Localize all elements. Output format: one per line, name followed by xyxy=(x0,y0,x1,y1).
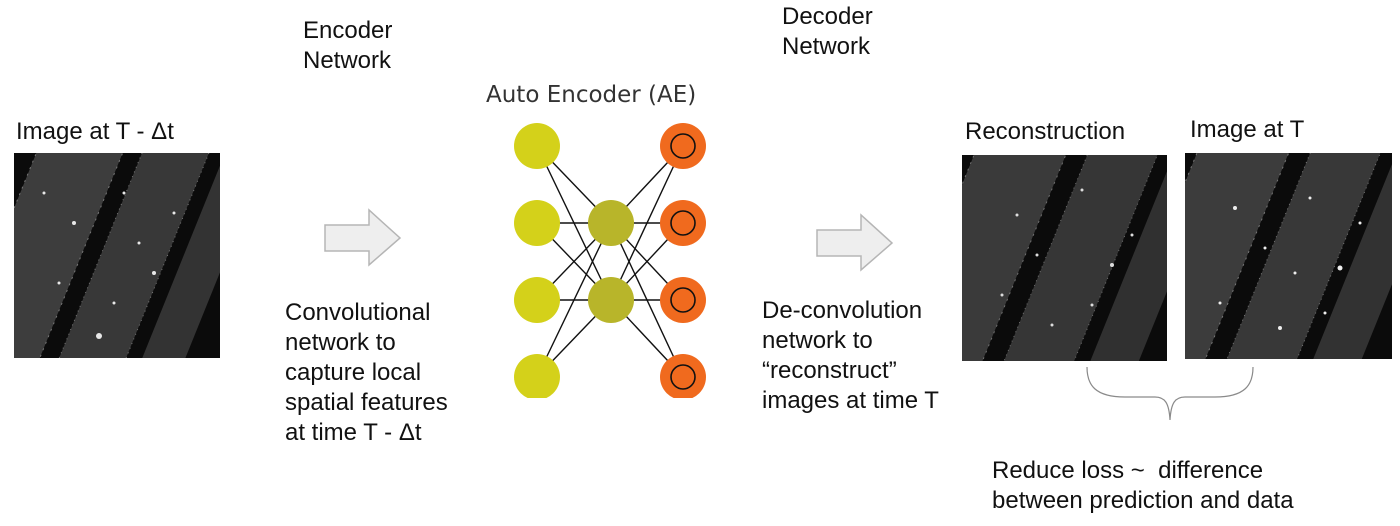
input-node xyxy=(514,123,560,169)
target-image-label: Image at T xyxy=(1190,116,1305,143)
encoder-description-line-5: at time T - Δt xyxy=(285,419,422,446)
output-node-ring xyxy=(670,287,696,313)
output-node-ring xyxy=(670,364,696,390)
input-image-graphic xyxy=(14,153,220,358)
decoder-description-line-2: network to xyxy=(762,327,873,354)
hidden-node xyxy=(588,200,634,246)
encoder-arrow xyxy=(324,208,402,267)
output-node-ring xyxy=(670,210,696,236)
output-node-ring xyxy=(670,133,696,159)
decoder-description-line-1: De-convolution xyxy=(762,297,923,324)
decoder-label-line-2: Network xyxy=(782,33,871,60)
input-node xyxy=(514,277,560,323)
reconstruction-label: Reconstruction xyxy=(965,118,1126,145)
encoder-description-line-4: spatial features xyxy=(285,389,448,416)
autoencoder-title: Auto Encoder (AE) xyxy=(486,82,697,108)
comparison-brace xyxy=(1086,366,1254,421)
decoder-connection xyxy=(610,145,684,301)
encoder-label-line-1: Encoder xyxy=(303,17,393,44)
output-node xyxy=(660,200,706,246)
output-node xyxy=(660,123,706,169)
decoder-description-line-3: “reconstruct” xyxy=(762,357,897,384)
decoder-description-line-4: images at time T xyxy=(762,387,939,414)
output-node xyxy=(660,277,706,323)
encoder-description-line-1: Convolutional xyxy=(285,299,431,326)
encoder-label: Encoder Network xyxy=(303,16,392,76)
reconstruction-image xyxy=(962,155,1167,361)
loss-note-line-2: between prediction and data xyxy=(992,487,1294,514)
input-node xyxy=(514,354,560,398)
encoder-connection xyxy=(536,222,612,378)
hidden-node xyxy=(588,277,634,323)
input-image-label: Image at T - Δt xyxy=(16,118,174,145)
encoder-label-line-2: Network xyxy=(303,47,392,74)
encoder-description: Convolutional network to capture local s… xyxy=(285,298,448,448)
decoder-arrow xyxy=(816,213,894,272)
target-image xyxy=(1185,153,1392,359)
decoder-description: De-convolution network to “reconstruct” … xyxy=(762,296,939,416)
loss-note-line-1: Reduce loss ~ difference xyxy=(992,457,1264,484)
target-image-graphic xyxy=(1185,153,1392,359)
encoder-description-line-2: network to xyxy=(285,329,396,356)
autoencoder-network-diagram xyxy=(514,123,706,398)
output-node xyxy=(660,354,706,398)
loss-note: Reduce loss ~ difference between predict… xyxy=(992,456,1294,516)
encoder-description-line-3: capture local xyxy=(285,359,422,386)
input-image xyxy=(14,153,220,358)
decoder-label: Decoder Network xyxy=(782,2,873,62)
input-node xyxy=(514,200,560,246)
reconstruction-image-graphic xyxy=(962,155,1167,361)
decoder-label-line-1: Decoder xyxy=(782,3,873,30)
